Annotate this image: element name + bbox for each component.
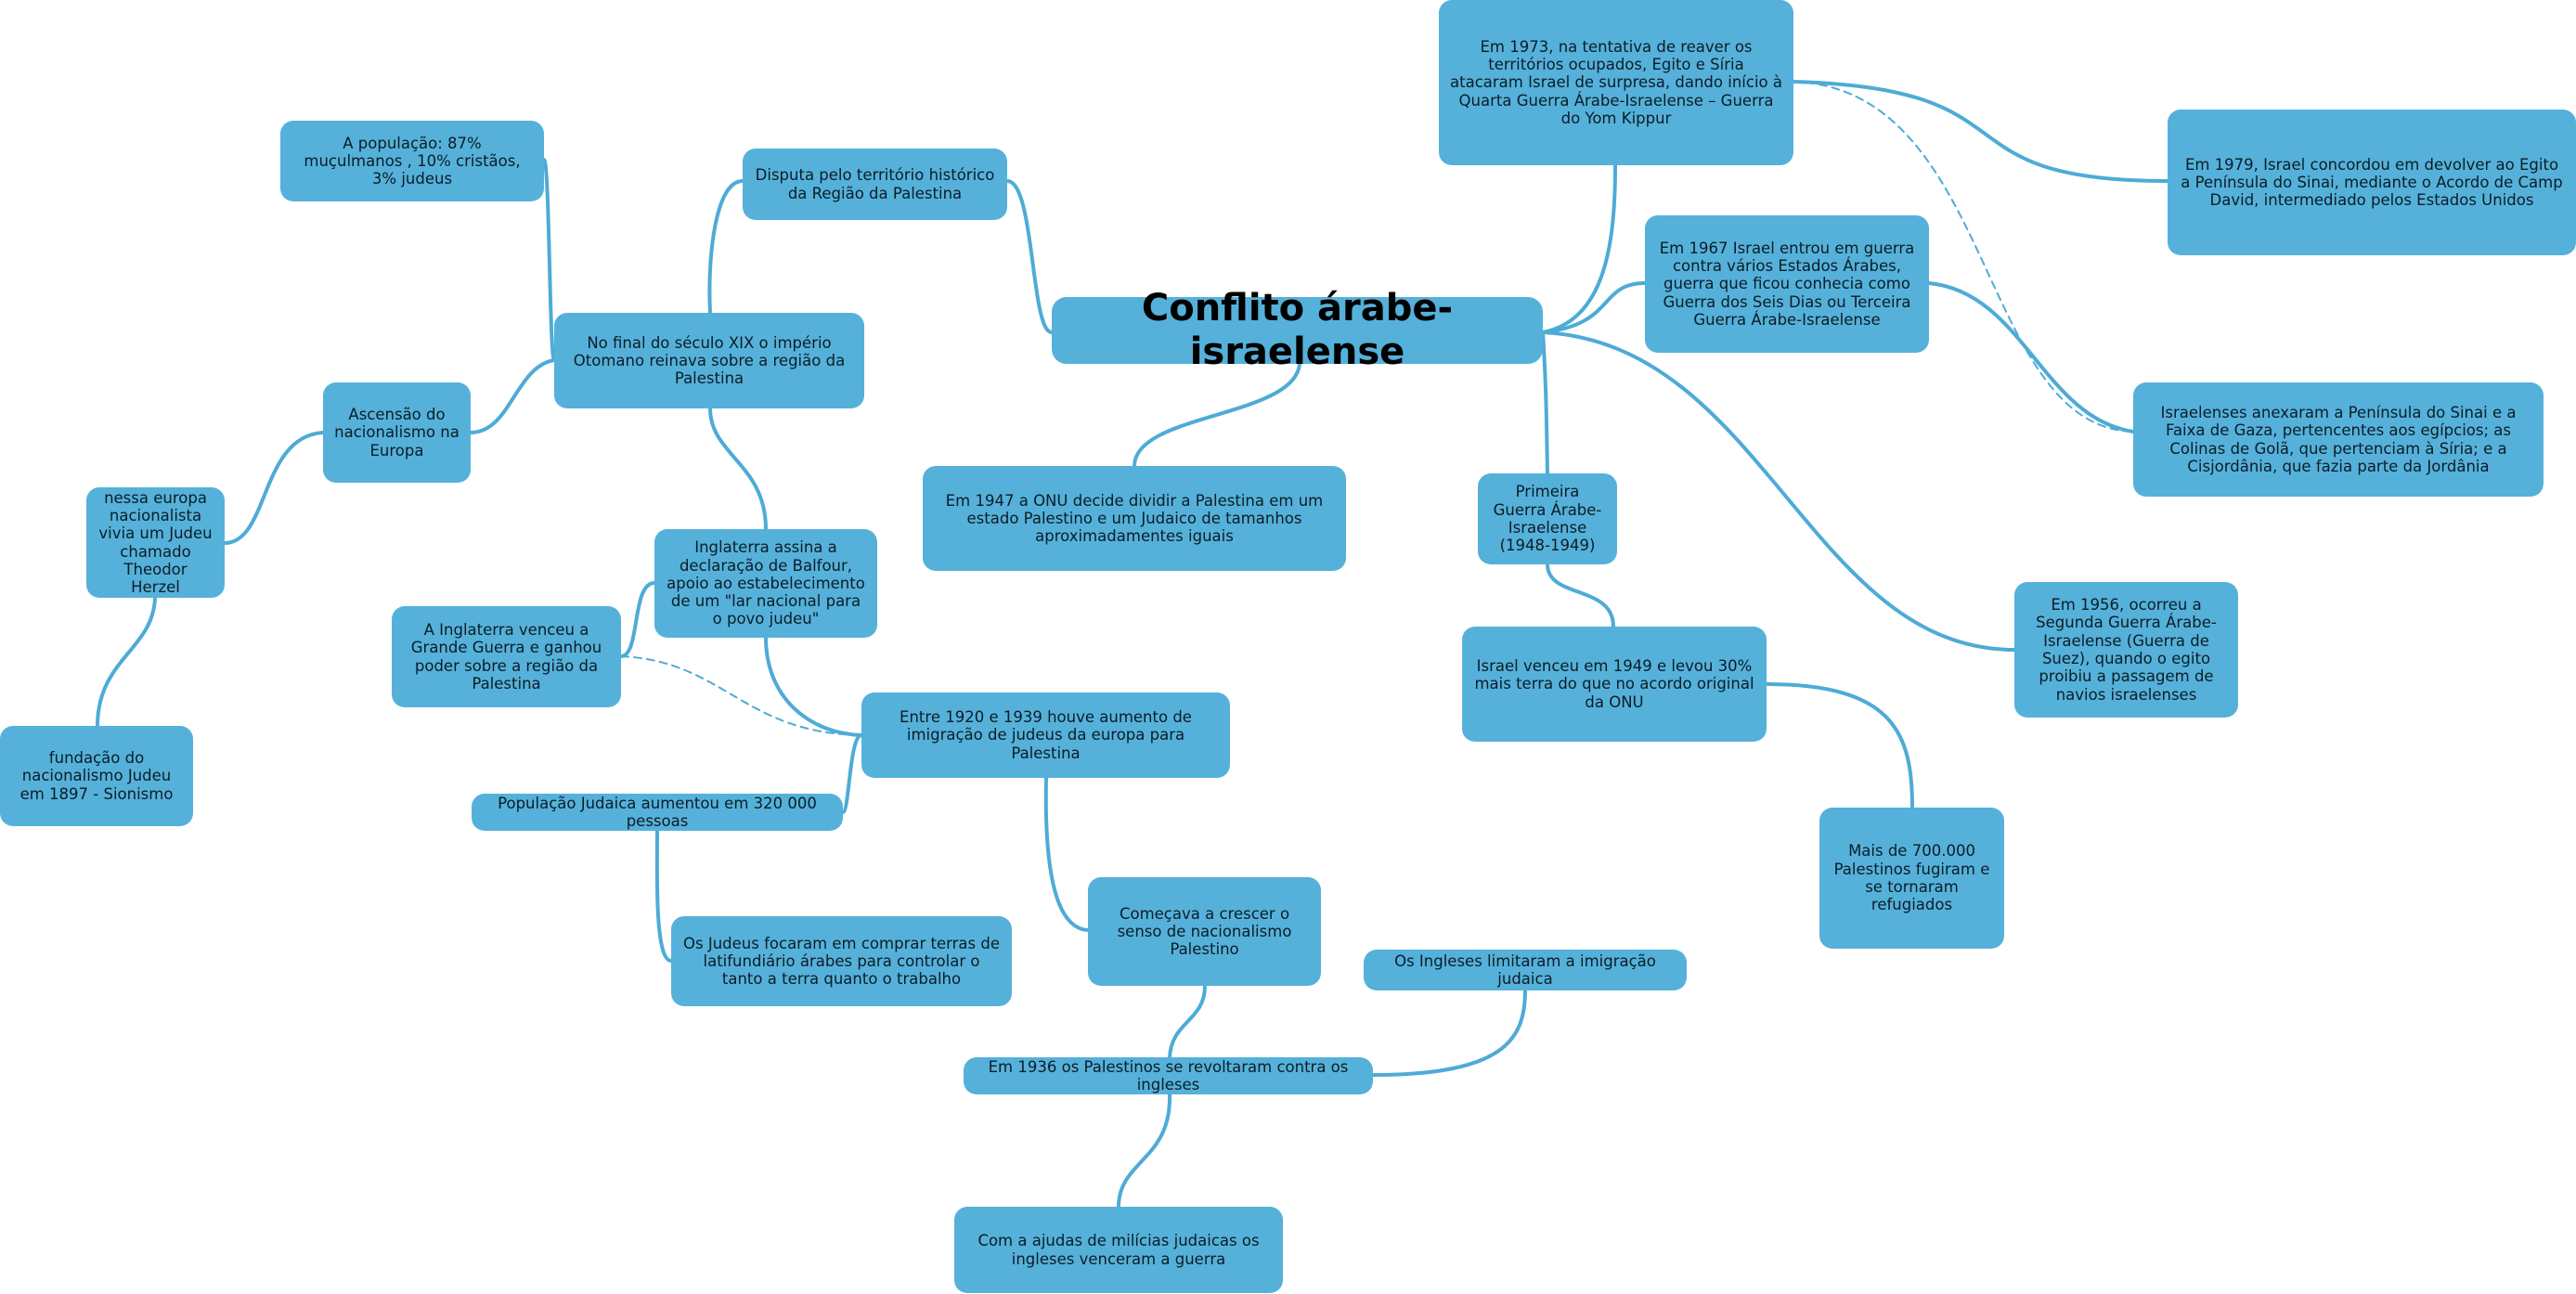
- link-yomkippur-anexaram-dashed: [1793, 81, 2134, 433]
- node-milicias[interactable]: Com a ajudas de milícias judaicas os ing…: [954, 1207, 1283, 1293]
- link-balfour-imigracao: [764, 636, 863, 737]
- link-central-yomkippur: [1541, 163, 1617, 334]
- node-terras[interactable]: Os Judeus focaram em comprar terras de l…: [671, 916, 1012, 1006]
- node-limitaram[interactable]: Os Ingleses limitaram a imigração judaic…: [1364, 950, 1687, 990]
- node-seis-dias[interactable]: Em 1967 Israel entrou em guerra contra v…: [1645, 215, 1929, 353]
- link-inglaterra-imigracao-dashed: [620, 655, 862, 736]
- link-seisdias-anexaram: [1927, 281, 2135, 433]
- link-balfour-inglaterra: [619, 581, 656, 658]
- node-balfour[interactable]: Inglaterra assina a declaração de Balfou…: [654, 529, 877, 638]
- node-suez[interactable]: Em 1956, ocorreu a Segunda Guerra Árabe-…: [2014, 582, 2238, 718]
- node-disputa[interactable]: Disputa pelo território histórico da Reg…: [743, 149, 1007, 220]
- node-onu1947[interactable]: Em 1947 a ONU decide dividir a Palestina…: [923, 466, 1346, 571]
- link-otomano-ascensao: [469, 358, 556, 434]
- link-central-seisdias: [1541, 281, 1647, 334]
- node-fundacao[interactable]: fundação do nacionalismo Judeu em 1897 -…: [0, 726, 193, 826]
- node-refugiados[interactable]: Mais de 700.000 Palestinos fugiram e se …: [1819, 808, 2004, 949]
- link-otomano-balfour: [708, 407, 768, 531]
- link-disputa-otomano: [707, 179, 744, 315]
- link-revolta-milicias: [1117, 1093, 1172, 1209]
- link-revolta-limitaram: [1371, 989, 1527, 1077]
- node-israel-venceu[interactable]: Israel venceu em 1949 e levou 30% mais t…: [1462, 627, 1767, 742]
- node-anexaram[interactable]: Israelenses anexaram a Península do Sina…: [2133, 382, 2544, 497]
- link-popjudaica-terras: [654, 829, 673, 963]
- link-central-primeira: [1541, 330, 1549, 475]
- link-imigracao-popjudaica: [841, 733, 863, 814]
- link-central-suez: [1541, 330, 2016, 652]
- link-israelvenceu-refugiados: [1765, 682, 1914, 809]
- link-ascensao-europa: [223, 431, 325, 545]
- link-central-onu1947: [1133, 362, 1301, 468]
- node-inglaterra-venceu[interactable]: A Inglaterra venceu a Grande Guerra e ga…: [392, 606, 621, 707]
- node-primeira-guerra[interactable]: Primeira Guerra Árabe-Israelense (1948-1…: [1478, 473, 1617, 564]
- node-otomano[interactable]: No final do século XIX o império Otomano…: [554, 313, 864, 408]
- node-camp-david[interactable]: Em 1979, Israel concordou em devolver ao…: [2168, 110, 2576, 255]
- link-primeira-israelvenceu: [1546, 563, 1615, 628]
- node-revolta[interactable]: Em 1936 os Palestinos se revoltaram cont…: [964, 1057, 1373, 1094]
- central-topic[interactable]: Conflito árabe-israelense: [1052, 287, 1543, 373]
- link-yomkippur-campdavid: [1792, 80, 2169, 183]
- node-senso[interactable]: Começava a crescer o senso de nacionalis…: [1088, 877, 1321, 986]
- node-pop-judaica[interactable]: População Judaica aumentou em 320 000 pe…: [472, 794, 843, 831]
- node-europa[interactable]: nessa europa nacionalista vivia um Judeu…: [86, 487, 225, 598]
- link-central-disputa: [1005, 179, 1054, 334]
- link-otomano-populacao: [542, 158, 556, 362]
- node-imigracao[interactable]: Entre 1920 e 1939 houve aumento de imigr…: [861, 692, 1230, 778]
- link-senso-revolta: [1168, 984, 1207, 1059]
- node-populacao[interactable]: A população: 87% muçulmanos , 10% cristã…: [280, 121, 544, 201]
- link-imigracao-senso: [1043, 776, 1090, 932]
- link-europa-fundacao: [96, 596, 157, 728]
- node-yom-kippur[interactable]: Em 1973, na tentativa de reaver os terri…: [1439, 0, 1793, 165]
- node-ascensao[interactable]: Ascensão do nacionalismo na Europa: [323, 382, 471, 483]
